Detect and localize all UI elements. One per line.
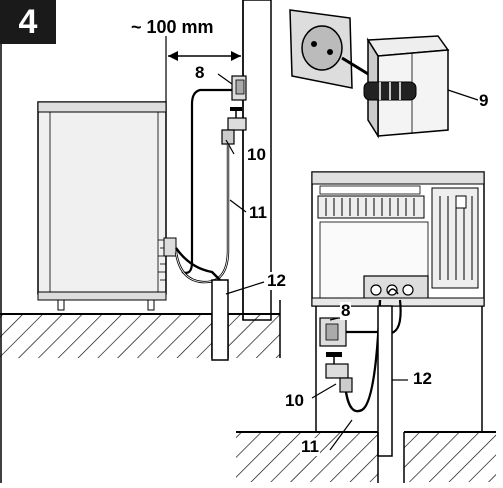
- drain-pipe: [175, 247, 229, 361]
- water-tap-10: [221, 107, 247, 145]
- callout-10-bottom: 10: [284, 391, 305, 410]
- water-tap-10-bottom: [325, 352, 353, 393]
- callout-11-bottom: 11: [300, 437, 320, 456]
- leader-lines: [217, 73, 408, 451]
- right-scene: [236, 171, 496, 483]
- power-cord: [181, 88, 232, 274]
- socket-8-bottom: [319, 317, 347, 347]
- left-scene: [0, 0, 281, 483]
- drain-pipe-bottom: [377, 305, 393, 457]
- callout-8-bottom: 8: [340, 301, 352, 320]
- callout-12-top: 12: [266, 271, 287, 290]
- callout-12-bottom: 12: [412, 369, 433, 388]
- callout-10-top: 10: [246, 145, 267, 164]
- callout-9: 9: [478, 91, 490, 110]
- inlet-hose: [174, 144, 230, 284]
- plug-inset: [289, 9, 479, 139]
- floor-right: [236, 431, 496, 483]
- wall-socket-8: [231, 75, 247, 101]
- callout-11-top: 11: [248, 203, 268, 222]
- dishwasher-front: [311, 171, 485, 432]
- distance-label: ~ 100 mm: [130, 17, 215, 37]
- step-number-badge: 4: [0, 0, 56, 44]
- dimension-arrow: [165, 34, 241, 102]
- floor-left: [0, 300, 281, 358]
- dishwasher-side: [37, 101, 177, 311]
- callout-8-top: 8: [194, 63, 206, 82]
